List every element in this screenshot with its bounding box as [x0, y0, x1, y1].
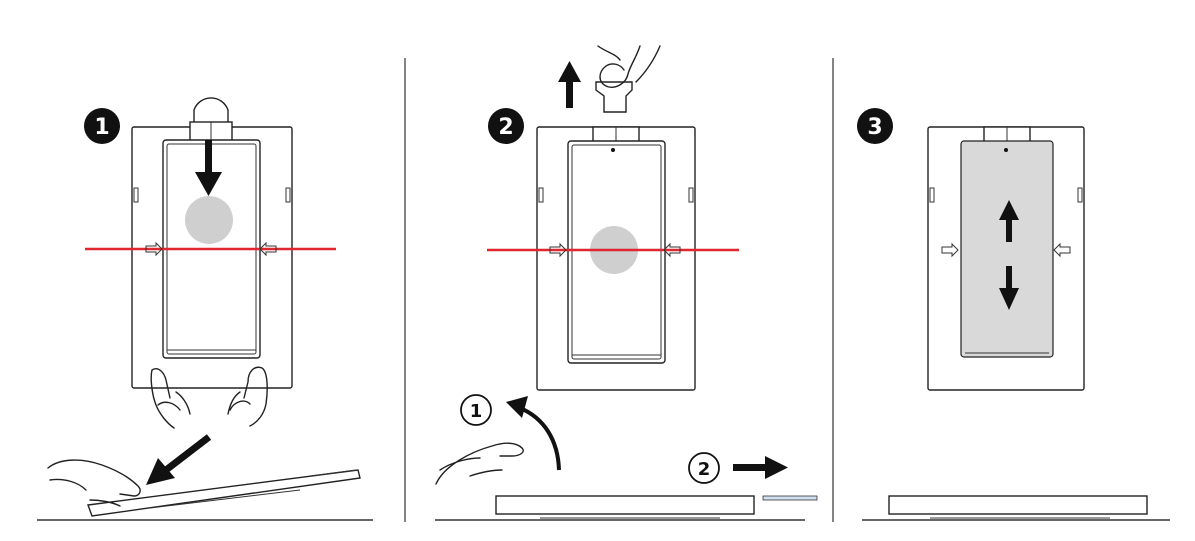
panel-step-1: 1 — [37, 97, 373, 521]
right-hand-icon — [227, 366, 268, 427]
step-2-badge: 2 — [488, 108, 524, 144]
smooth-up-arrow — [999, 200, 1019, 242]
lift-curve-arrow — [506, 396, 561, 471]
alignment-disc — [185, 196, 233, 244]
step-1-number: 1 — [94, 115, 109, 140]
inward-arrow-left — [941, 242, 959, 258]
slide-right-arrow — [733, 456, 788, 479]
flat-device — [888, 495, 1148, 515]
applied-screen-protector — [960, 140, 1054, 358]
panel-step-3: 3 — [857, 108, 1170, 521]
lift-hand-icon — [435, 442, 524, 485]
inward-arrow-left — [145, 241, 163, 257]
step-3-badge: 3 — [857, 108, 893, 144]
left-hand-icon — [150, 368, 191, 429]
panel-step-2: 2 1 — [435, 45, 818, 521]
flat-device — [495, 495, 755, 515]
camera-dot — [611, 148, 615, 152]
removed-tab — [595, 81, 633, 113]
inward-arrow-left — [549, 242, 567, 258]
tilt-arrow — [146, 434, 212, 485]
sub-step-2-number: 2 — [698, 459, 711, 480]
step-1-badge: 1 — [84, 108, 120, 144]
frame-slot-right — [285, 187, 291, 203]
frame-slot-left — [133, 187, 139, 203]
tilting-hand-icon — [47, 459, 141, 507]
inward-arrow-right — [663, 242, 681, 258]
inward-arrow-right — [1053, 242, 1071, 258]
pull-up-arrow — [558, 61, 581, 108]
inward-arrow-right — [259, 241, 277, 257]
step-2-number: 2 — [498, 115, 513, 140]
sub-step-1-number: 1 — [470, 401, 483, 422]
step-3-number: 3 — [867, 115, 882, 140]
camera-dot — [1004, 148, 1008, 152]
press-down-arrow — [195, 140, 222, 196]
pull-tab — [193, 97, 229, 128]
pinching-fingers-icon — [597, 45, 661, 88]
smooth-down-arrow — [999, 266, 1019, 310]
tilted-device — [87, 469, 361, 517]
sub-step-1-badge: 1 — [460, 394, 492, 426]
sub-step-2-badge: 2 — [688, 452, 720, 484]
release-liner — [762, 495, 818, 501]
